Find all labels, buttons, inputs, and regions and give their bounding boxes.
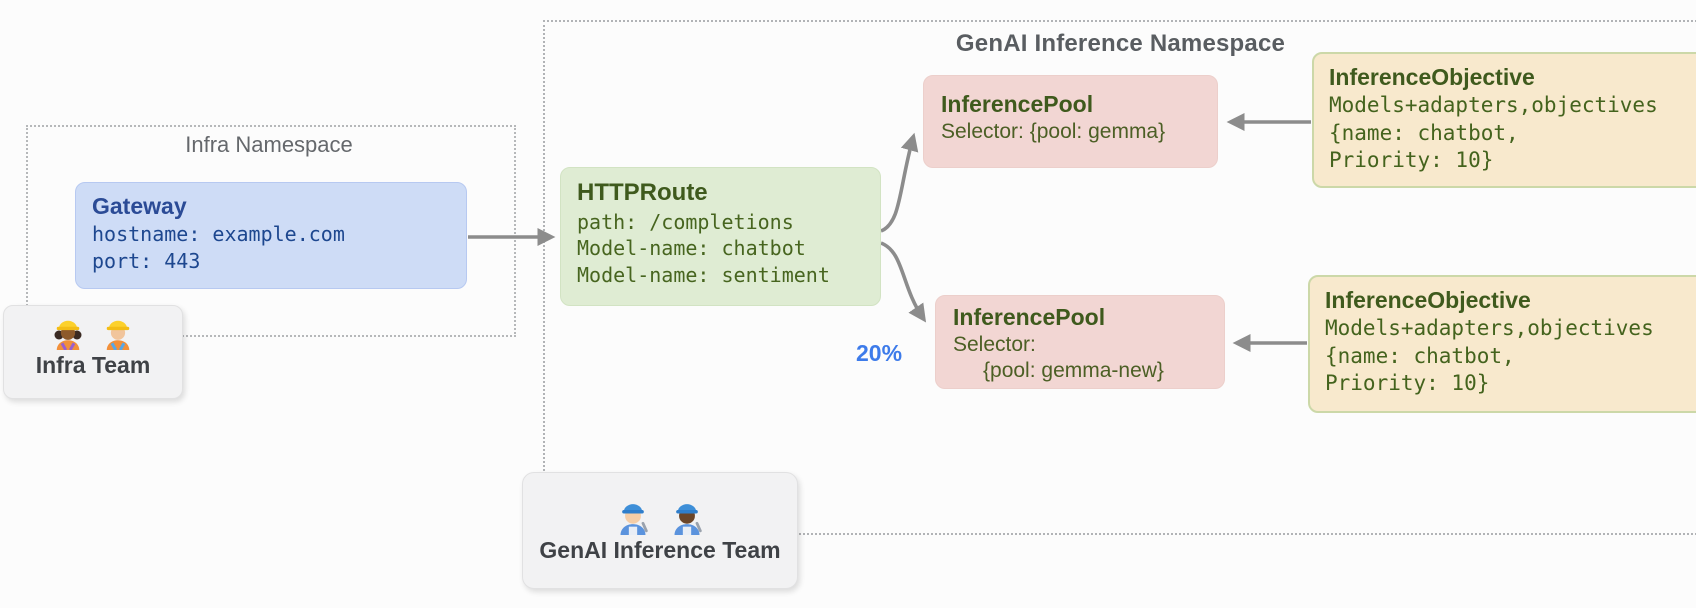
gateway-hostname: hostname: example.com — [92, 222, 345, 247]
objective-models-line: Models+adapters,objectives — [1329, 93, 1658, 118]
inference-pool-title: InferencePool — [953, 304, 1106, 330]
httproute-node: HTTPRoute path: /completions Model-name:… — [560, 167, 881, 306]
inference-pool-title: InferencePool — [941, 91, 1094, 117]
inference-objective-title: InferenceObjective — [1329, 64, 1535, 90]
inference-pool-selector-label: Selector: — [953, 333, 1036, 357]
infra-team-label: Infra Team — [35, 352, 151, 378]
objective-priority-line: Priority: 10} — [1325, 371, 1490, 396]
infra-namespace-title: Infra Namespace — [185, 132, 353, 157]
genai-namespace-title: GenAI Inference Namespace — [955, 30, 1286, 57]
inference-objective-top-node: InferenceObjective Models+adapters,objec… — [1312, 52, 1696, 188]
objective-priority-line: Priority: 10} — [1329, 148, 1494, 173]
infra-namespace-box — [26, 125, 516, 337]
construction-worker-icon — [106, 320, 130, 350]
objective-name-line: {name: chatbot, — [1329, 120, 1519, 145]
traffic-split-label: 20% — [856, 340, 903, 366]
gateway-title: Gateway — [92, 193, 187, 219]
mechanic-icon — [620, 504, 648, 535]
inference-pool-gemma-node: InferencePool Selector: {pool: gemma} — [923, 75, 1218, 168]
gateway-node: Gateway hostname: example.com port: 443 — [75, 182, 467, 289]
objective-models-line: Models+adapters,objectives — [1325, 316, 1654, 341]
gateway-port: port: 443 — [92, 249, 201, 274]
mechanic-icon — [674, 504, 702, 535]
inference-pool-selector-value: {pool: gemma-new} — [983, 359, 1164, 383]
httproute-model-chatbot: Model-name: chatbot — [577, 236, 806, 261]
construction-worker-icon — [54, 320, 82, 350]
httproute-model-sentiment: Model-name: sentiment — [577, 262, 830, 287]
inference-objective-bottom-node: InferenceObjective Models+adapters,objec… — [1308, 275, 1696, 413]
genai-team-people — [523, 495, 797, 535]
inference-pool-gemma-new-node: InferencePool Selector: {pool: gemma-new… — [935, 295, 1225, 389]
infra-team-people — [4, 314, 182, 350]
httproute-title: HTTPRoute — [577, 179, 708, 206]
objective-name-line: {name: chatbot, — [1325, 343, 1515, 368]
inference-objective-title: InferenceObjective — [1325, 287, 1531, 313]
genai-inference-namespace-box — [543, 20, 1696, 535]
httproute-path: path: /completions — [577, 209, 794, 234]
genai-team-label: GenAI Inference Team — [539, 537, 781, 563]
infra-team-card: Infra Team — [3, 305, 183, 399]
genai-inference-team-card: GenAI Inference Team — [522, 472, 798, 589]
inference-pool-selector: Selector: {pool: gemma} — [941, 120, 1166, 144]
